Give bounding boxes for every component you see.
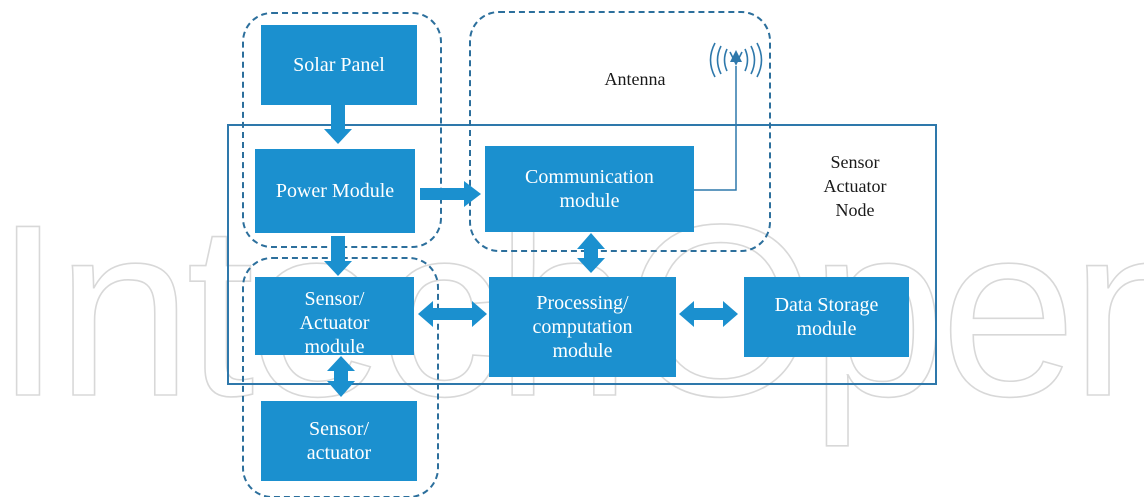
data-storage-module-box: Data Storage module (744, 277, 909, 357)
communication-group-outline (469, 11, 771, 252)
sensor-actuator-node-frame (227, 124, 937, 385)
data-storage-module-label: Data Storage module (774, 294, 879, 340)
processing-computation-module-box: Processing/ computation module (489, 277, 676, 377)
sensor-actuator-node-label: Sensor Actuator Node (823, 152, 887, 220)
sensor-actuator-label: Sensor/ actuator (306, 418, 372, 464)
communication-module-box: Communication module (485, 146, 694, 232)
solar-panel-label: Solar Panel (293, 54, 385, 76)
communication-module-label: Communication module (525, 166, 654, 212)
solar-panel-box: Solar Panel (261, 25, 417, 105)
antenna-label: Antenna (604, 69, 666, 89)
sensor-actuator-module-label: Sensor/ Actuator module (299, 288, 370, 355)
processing-computation-module-label: Processing/ computation module (532, 292, 633, 362)
power-module-box: Power Module (255, 149, 415, 233)
power-module-label: Power Module (275, 180, 395, 202)
sensor-actuator-box: Sensor/ actuator (261, 401, 417, 481)
sensor-actuator-module-box: Sensor/ Actuator module (255, 277, 414, 355)
